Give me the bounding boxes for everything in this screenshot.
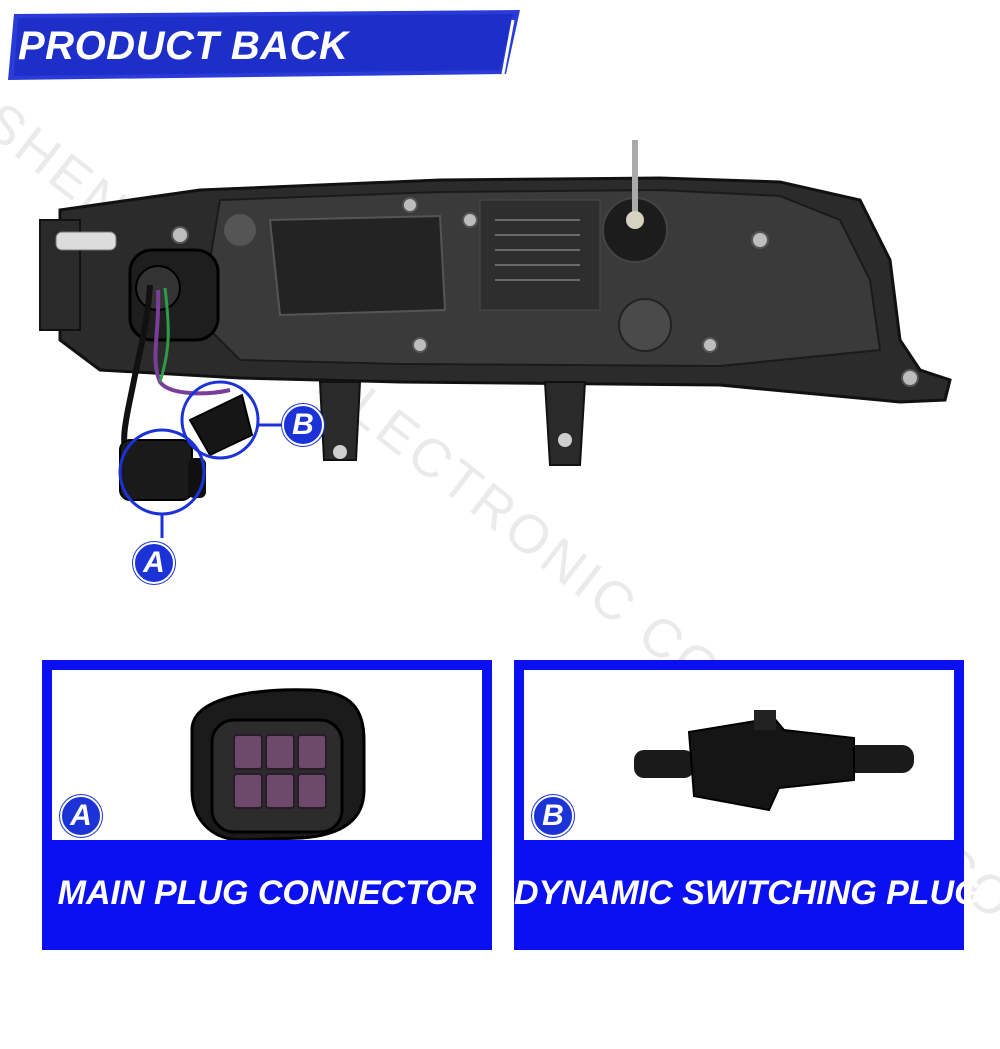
panel-marker-a: A — [60, 795, 102, 837]
page-title: PRODUCT BACK DISPLAY — [18, 24, 349, 124]
dynamic-switching-plug-image — [634, 710, 914, 812]
panel-marker-b: B — [532, 795, 574, 837]
main-plug-connector-image — [190, 688, 366, 840]
header-banner — [8, 10, 520, 80]
panel-label-main-plug-connector: MAIN PLUG CONNECTOR — [57, 874, 477, 912]
tail-light-back-image — [39, 140, 952, 538]
panel-image-area — [524, 670, 954, 840]
panel-main-plug-connector: A MAIN PLUG CONNECTOR — [42, 660, 492, 950]
callout-marker-a: A — [133, 542, 175, 584]
callout-marker-b: B — [282, 404, 324, 446]
panel-label-dynamic-switching-plug: DYNAMIC SWITCHING PLUG — [514, 874, 981, 912]
panel-image-area — [52, 670, 482, 840]
panel-dynamic-switching-plug: B DYNAMIC SWITCHING PLUG — [514, 660, 981, 950]
